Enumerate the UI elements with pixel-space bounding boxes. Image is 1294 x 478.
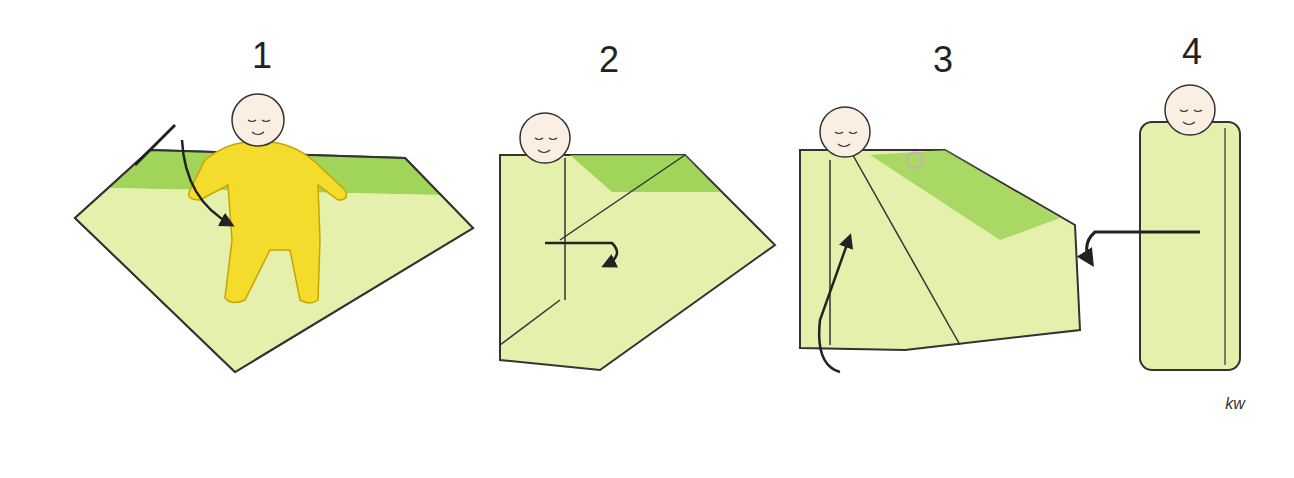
step-number: 2 <box>599 42 619 78</box>
face <box>835 132 857 147</box>
step-number: 4 <box>1182 34 1202 70</box>
fold-line <box>500 300 560 345</box>
tuck-arrow <box>545 243 617 266</box>
onesie <box>189 142 347 303</box>
baby-head <box>520 113 570 163</box>
blanket-fold <box>870 150 1060 240</box>
face <box>1180 110 1202 125</box>
baby-head <box>820 107 870 157</box>
fold-arrow <box>182 140 232 225</box>
fold-line <box>560 155 685 240</box>
wrap-edge <box>1224 128 1225 365</box>
fold-up-arrow <box>819 236 850 372</box>
baby-head <box>1165 85 1215 135</box>
step-number: 3 <box>933 42 953 78</box>
face <box>248 120 270 135</box>
blanket-fold <box>570 155 720 192</box>
blanket <box>500 155 775 370</box>
swaddled-baby <box>1140 122 1240 370</box>
corner-fold <box>135 125 175 165</box>
wrap-edge <box>564 158 566 300</box>
face <box>535 138 557 153</box>
fold-line <box>829 160 831 345</box>
wrap-around-arrow <box>1087 232 1200 264</box>
step-number: 1 <box>252 38 272 74</box>
pin <box>907 152 923 168</box>
fold-line <box>850 150 960 345</box>
blanket <box>800 150 1080 350</box>
baby-head <box>232 94 284 146</box>
artist-signature: kw <box>1225 396 1245 412</box>
